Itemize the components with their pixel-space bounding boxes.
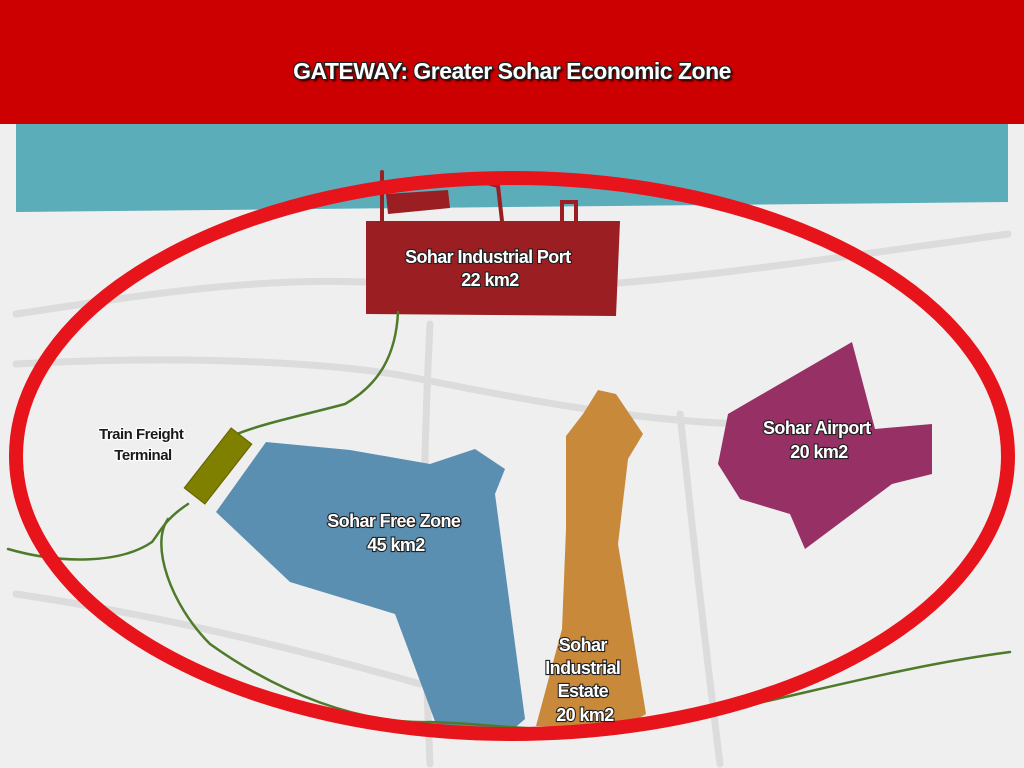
airport-area: 20 km2: [790, 442, 848, 462]
industrial-estate-label: Sohar Industrial Estate 20 km2: [545, 635, 624, 725]
map-canvas: Sohar Industrial Port 22 km2 Sohar Free …: [0, 124, 1024, 768]
free-zone-name: Sohar Free Zone: [327, 511, 461, 531]
train-terminal-name-1: Train Freight: [99, 426, 184, 443]
airport-label: Sohar Airport 20 km2: [763, 418, 875, 462]
crane-gantry: [560, 200, 578, 223]
port-zone: [366, 221, 620, 316]
industrial-estate-name-3: Estate: [558, 681, 609, 701]
train-terminal-name-2: Terminal: [114, 447, 172, 464]
zone-map: Sohar Industrial Port 22 km2 Sohar Free …: [0, 124, 1024, 768]
sea-area: [16, 124, 1008, 212]
south-road: [12, 590, 424, 688]
airport-name: Sohar Airport: [763, 418, 871, 438]
industrial-estate-name-2: Industrial: [545, 658, 620, 678]
industrial-estate-area: 20 km2: [556, 705, 614, 725]
inner-road: [12, 356, 764, 428]
rail-to-port: [230, 310, 400, 438]
free-zone-label: Sohar Free Zone 45 km2: [327, 511, 464, 555]
sohar-industrial-estate[interactable]: [536, 390, 646, 729]
economic-zone-boundary: [9, 171, 1015, 741]
port-name: Sohar Industrial Port: [405, 247, 571, 267]
sohar-airport[interactable]: [718, 342, 932, 549]
port-area: 22 km2: [461, 270, 519, 290]
page-title: GATEWAY: Greater Sohar Economic Zone: [293, 58, 731, 84]
sohar-free-zone[interactable]: [216, 442, 525, 732]
port-ship-icon: [386, 190, 450, 214]
train-terminal-label: Train Freight Terminal: [99, 426, 187, 464]
free-zone-area: 45 km2: [367, 535, 425, 555]
port-label: Sohar Industrial Port 22 km2: [405, 247, 575, 290]
title-banner: GATEWAY: Greater Sohar Economic Zone: [0, 0, 1024, 124]
train-freight-terminal[interactable]: [183, 427, 253, 505]
industrial-estate-name-1: Sohar: [559, 635, 608, 655]
rail-south: [160, 517, 1012, 732]
